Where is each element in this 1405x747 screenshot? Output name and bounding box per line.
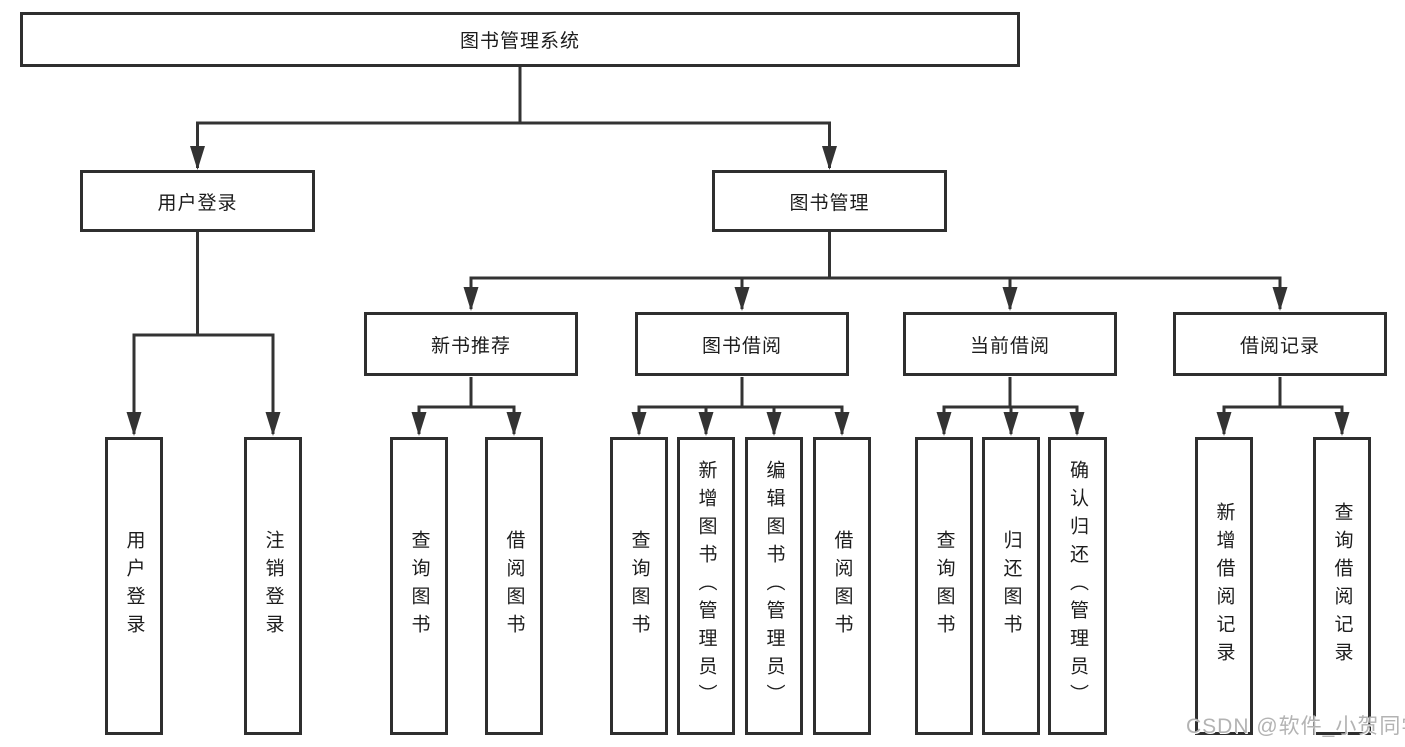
- node-label: 确认归还（管理员）: [1067, 460, 1088, 712]
- node-label: 当前借阅: [969, 335, 1050, 357]
- node-label: 归还图书: [1000, 530, 1022, 642]
- node-borrowing-records: 借阅记录: [1173, 312, 1387, 376]
- connector-book-borrowing-to-children: [631, 377, 850, 436]
- connector-new-book-recommendation-to-children: [411, 377, 522, 436]
- node-user-login-action: 用户登录: [105, 437, 163, 735]
- node-borrow-books-recommend: 借阅图书: [485, 437, 543, 735]
- connector-root-to-level2: [190, 67, 837, 170]
- node-query-books-current: 查询图书: [915, 437, 973, 735]
- node-label: 注销登录: [262, 530, 284, 642]
- node-label: 新增借阅记录: [1213, 502, 1235, 670]
- node-label: 用户登录: [157, 192, 238, 214]
- node-confirm-return-admin: 确认归还（管理员）: [1048, 437, 1107, 735]
- node-query-borrow-record: 查询借阅记录: [1313, 437, 1371, 735]
- watermark: CSDN @软件_小贺同学: [1186, 715, 1405, 738]
- node-return-books: 归还图书: [982, 437, 1040, 735]
- node-query-books-recommend: 查询图书: [390, 437, 448, 735]
- node-label: 图书借阅: [701, 335, 782, 357]
- node-new-book-recommendation: 新书推荐: [364, 312, 578, 376]
- node-label: 新书推荐: [430, 335, 511, 357]
- node-book-borrowing: 图书借阅: [635, 312, 849, 376]
- node-label: 查询图书: [933, 530, 955, 642]
- node-label: 图书管理: [789, 192, 870, 214]
- connector-book-management-to-children: [463, 232, 1288, 311]
- node-borrow-books: 借阅图书: [813, 437, 871, 735]
- node-label: 图书管理系统: [459, 31, 580, 52]
- node-label: 查询借阅记录: [1331, 502, 1353, 670]
- node-book-management: 图书管理: [712, 170, 947, 232]
- node-label: 借阅图书: [503, 530, 525, 642]
- node-label: 新增图书（管理员）: [695, 460, 717, 712]
- node-label: 用户登录: [123, 530, 145, 642]
- node-user-login: 用户登录: [80, 170, 315, 232]
- node-label: 查询图书: [628, 530, 650, 642]
- connector-user-login-to-children: [126, 232, 281, 436]
- connector-borrowing-records-to-children: [1216, 377, 1350, 436]
- node-label: 编辑图书（管理员）: [763, 460, 785, 712]
- node-label: 借阅记录: [1239, 335, 1320, 357]
- node-label: 查询图书: [408, 530, 430, 642]
- connector-current-borrowing-to-children: [936, 377, 1085, 436]
- node-add-borrow-record: 新增借阅记录: [1195, 437, 1253, 735]
- node-logout: 注销登录: [244, 437, 302, 735]
- node-query-books-borrowing: 查询图书: [610, 437, 668, 735]
- node-add-books-admin: 新增图书（管理员）: [677, 437, 735, 735]
- node-edit-books-admin: 编辑图书（管理员）: [745, 437, 803, 735]
- node-label: 借阅图书: [831, 530, 853, 642]
- node-current-borrowing: 当前借阅: [903, 312, 1117, 376]
- node-library-management-system: 图书管理系统: [20, 12, 1020, 67]
